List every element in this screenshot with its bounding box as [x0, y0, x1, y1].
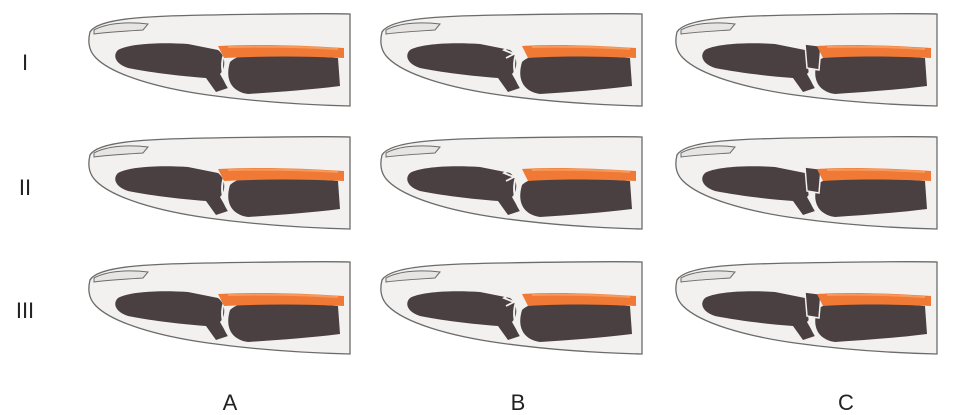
middle-phalanx-bone [228, 53, 340, 94]
finger-panel-i-c [676, 14, 937, 106]
middle-phalanx-bone [520, 53, 632, 94]
finger-panel-ii-b [381, 137, 642, 229]
middle-phalanx-bone [520, 176, 632, 217]
middle-phalanx-bone [228, 176, 340, 217]
middle-phalanx-bone [228, 301, 340, 342]
finger-panel-ii-a [89, 137, 350, 229]
finger-panel-iii-c [676, 262, 937, 354]
column-label-a: A [210, 390, 250, 415]
finger-panel-ii-c [676, 137, 937, 229]
middle-phalanx-bone [520, 301, 632, 342]
middle-phalanx-bone [815, 301, 927, 342]
column-label-b: B [498, 390, 538, 415]
finger-panel-i-b [381, 14, 642, 106]
middle-phalanx-bone [815, 53, 927, 94]
middle-phalanx-bone [815, 176, 927, 217]
finger-panel-iii-b [381, 262, 642, 354]
finger-panel-iii-a [89, 262, 350, 354]
column-label-c: C [826, 390, 866, 415]
finger-panel-i-a [89, 14, 350, 106]
